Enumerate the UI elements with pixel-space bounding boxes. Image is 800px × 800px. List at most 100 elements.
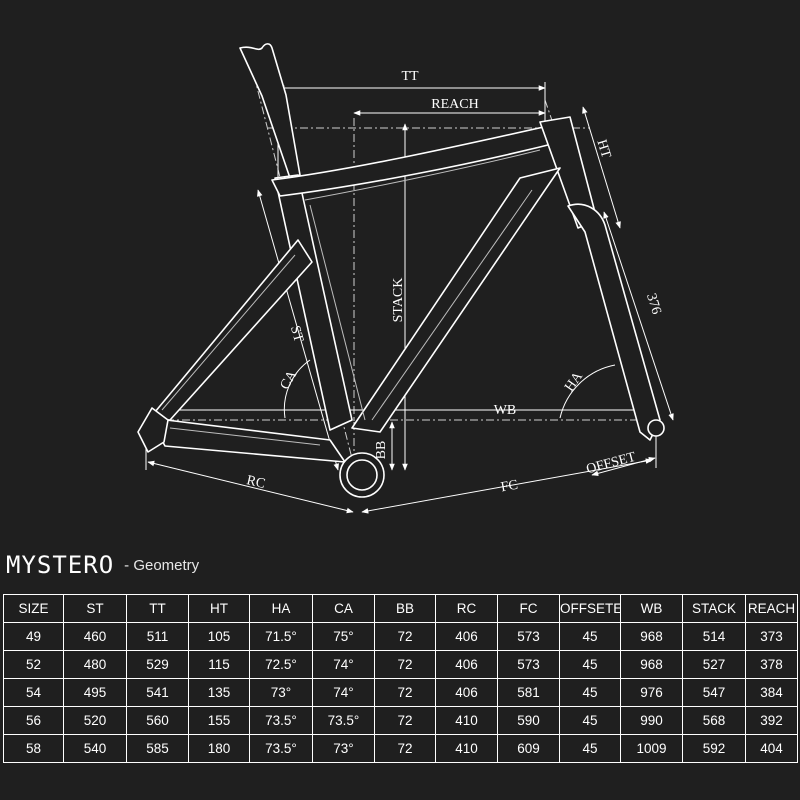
table-cell: 180 <box>188 734 250 763</box>
header-cell: HT <box>188 594 250 623</box>
table-cell: 540 <box>63 734 127 763</box>
table-cell: 410 <box>435 706 498 735</box>
table-cell: 585 <box>126 734 189 763</box>
table-cell: 52 <box>3 650 64 679</box>
front-dropout <box>647 419 665 437</box>
table-cell: 406 <box>435 622 498 651</box>
table-row: 56 520 560 155 73.5° 73.5° 72 410 590 45… <box>3 706 798 735</box>
table-cell: 560 <box>126 706 189 735</box>
table-cell: 990 <box>620 706 683 735</box>
table-cell: 573 <box>497 650 560 679</box>
table-cell: 968 <box>620 650 683 679</box>
table-cell: 73° <box>249 678 313 707</box>
label-ht: HT <box>593 138 613 161</box>
table-cell: 45 <box>559 734 621 763</box>
label-tt: TT <box>401 69 419 84</box>
table-cell: 73.5° <box>249 706 313 735</box>
table-cell: 529 <box>126 650 189 679</box>
brand-logo: MYSTERO <box>6 551 115 579</box>
label-bb: BB <box>374 441 389 460</box>
table-cell: 406 <box>435 650 498 679</box>
table-cell: 73° <box>312 734 375 763</box>
header-cell: SIZE <box>3 594 64 623</box>
ha-angle-arc <box>559 364 616 419</box>
rear-dropout <box>137 407 169 453</box>
table-cell: 592 <box>682 734 746 763</box>
table-cell: 75° <box>312 622 375 651</box>
table-cell: 72.5° <box>249 650 313 679</box>
table-cell: 71.5° <box>249 622 313 651</box>
table-cell: 373 <box>745 622 798 651</box>
table-cell: 73.5° <box>312 706 375 735</box>
header-cell: TT <box>126 594 189 623</box>
table-cell: 74° <box>312 650 375 679</box>
table-cell: 404 <box>745 734 798 763</box>
table-header-row: SIZE ST TT HT HA CA BB RC FC OFFSETE WB … <box>3 594 798 623</box>
table-cell: 155 <box>188 706 250 735</box>
table-cell: 58 <box>3 734 64 763</box>
table-cell: 609 <box>497 734 560 763</box>
table-cell: 1009 <box>620 734 683 763</box>
rc-dimension-line <box>147 460 354 514</box>
table-row: 58 540 585 180 73.5° 73° 72 410 609 45 1… <box>3 734 798 763</box>
fork <box>567 203 661 441</box>
table-body: 49 460 511 105 71.5° 75° 72 406 573 45 9… <box>3 622 798 763</box>
bottom-bracket-inner <box>346 459 378 491</box>
dimension-lines <box>145 82 674 514</box>
table-cell: 392 <box>745 706 798 735</box>
table-cell: 406 <box>435 678 498 707</box>
header-cell: STACK <box>682 594 746 623</box>
table-cell: 56 <box>3 706 64 735</box>
label-fork-length: 376 <box>643 292 663 316</box>
table-header: SIZE ST TT HT HA CA BB RC FC OFFSETE WB … <box>3 594 798 623</box>
table-cell: 74° <box>312 678 375 707</box>
table-cell: 45 <box>559 650 621 679</box>
frame-detail-lines <box>161 149 541 446</box>
reference-lines <box>150 59 659 471</box>
table-row: 54 495 541 135 73° 74° 72 406 581 45 976… <box>3 678 798 707</box>
table-cell: 495 <box>63 678 127 707</box>
header-cell: BB <box>374 594 436 623</box>
st-dimension-line <box>257 189 339 471</box>
table-cell: 410 <box>435 734 498 763</box>
table-cell: 105 <box>188 622 250 651</box>
seat-tube <box>274 174 353 431</box>
ca-angle-arc <box>283 359 311 419</box>
table-cell: 527 <box>682 650 746 679</box>
table-cell: 968 <box>620 622 683 651</box>
table-cell: 54 <box>3 678 64 707</box>
geometry-subtitle: - Geometry <box>124 556 200 574</box>
table-cell: 460 <box>63 622 127 651</box>
table-cell: 590 <box>497 706 560 735</box>
bicycle-frame <box>137 43 665 498</box>
table-cell: 73.5° <box>249 734 313 763</box>
table-cell: 72 <box>374 706 436 735</box>
table-cell: 514 <box>682 622 746 651</box>
table-cell: 72 <box>374 734 436 763</box>
header-cell: ST <box>63 594 127 623</box>
label-rc: RC <box>245 473 267 492</box>
table-cell: 384 <box>745 678 798 707</box>
header-cell: RC <box>435 594 498 623</box>
table-cell: 45 <box>559 706 621 735</box>
table-cell: 72 <box>374 650 436 679</box>
header-cell: OFFSETE <box>559 594 621 623</box>
table-cell: 581 <box>497 678 560 707</box>
table-cell: 135 <box>188 678 250 707</box>
header-cell: CA <box>312 594 375 623</box>
table-cell: 45 <box>559 678 621 707</box>
table-cell: 378 <box>745 650 798 679</box>
table-cell: 976 <box>620 678 683 707</box>
offset-dimension-line <box>591 456 656 477</box>
table-cell: 547 <box>682 678 746 707</box>
table-cell: 72 <box>374 622 436 651</box>
frame-geometry-diagram: TT REACH HT STACK 376 ST CA HA WB BB RC … <box>137 43 674 514</box>
label-ca: CA <box>278 367 301 392</box>
table-cell: 45 <box>559 622 621 651</box>
label-fc: FC <box>500 478 519 496</box>
header-cell: REACH <box>745 594 798 623</box>
table-cell: 520 <box>63 706 127 735</box>
header-cell: HA <box>249 594 313 623</box>
table-cell: 511 <box>126 622 189 651</box>
label-wb: WB <box>494 403 517 418</box>
